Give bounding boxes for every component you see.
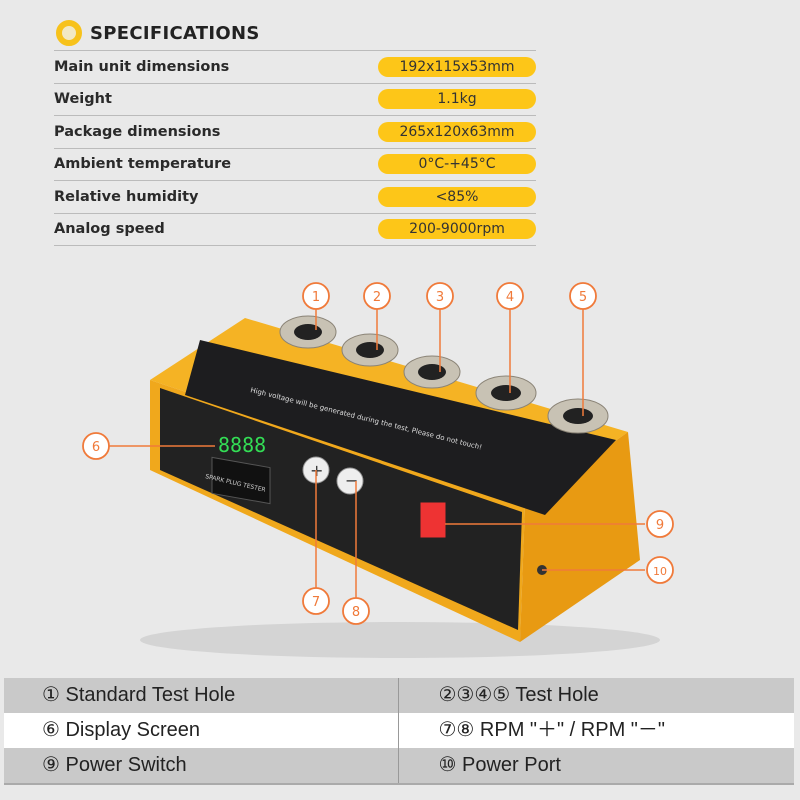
- spec-value: 1.1kg: [378, 89, 536, 110]
- spec-row: Main unit dimensions 192x115x53mm: [54, 51, 536, 84]
- callout-num: 3: [436, 290, 444, 305]
- display-screen: [211, 456, 271, 505]
- callout-1: [302, 282, 330, 310]
- callout-6: [82, 432, 110, 460]
- spec-row: Weight 1.1kg: [54, 84, 536, 116]
- minus-icon: −: [345, 471, 358, 490]
- legend-cell: ②③④⑤ Test Hole: [397, 678, 795, 713]
- spec-label: Relative humidity: [54, 188, 199, 205]
- callout-8: [342, 597, 370, 625]
- callout-5: [569, 282, 597, 310]
- legend-cell: ⑦⑧ RPM "＋" / RPM "－": [397, 713, 795, 748]
- spec-label: Weight: [54, 91, 112, 108]
- legend-cell: ⑩ Power Port: [397, 748, 795, 783]
- spec-value: 200-9000rpm: [378, 219, 536, 240]
- legend-table: ① Standard Test Hole ②③④⑤ Test Hole ⑥ Dis…: [4, 678, 794, 785]
- callout-9: [646, 510, 674, 538]
- power-switch[interactable]: [419, 501, 447, 539]
- callout-num: 10: [653, 565, 667, 578]
- spec-label: Package dimensions: [54, 123, 221, 140]
- device-side: [520, 432, 640, 642]
- spec-value: 192x115x53mm: [378, 56, 536, 77]
- device-illustration: High voltage will be generated during th…: [82, 282, 674, 658]
- spec-row: Package dimensions 265x120x63mm: [54, 116, 536, 149]
- front-panel: [160, 388, 522, 630]
- callout-lines: [109, 309, 645, 598]
- callout-num: 1: [312, 290, 320, 305]
- legend-row: ① Standard Test Hole ②③④⑤ Test Hole: [4, 678, 794, 713]
- legend-cell: ⑥ Display Screen: [42, 719, 200, 741]
- spec-value: <85%: [378, 186, 536, 207]
- spec-label: Main unit dimensions: [54, 58, 230, 75]
- legend-cell: ① Standard Test Hole: [42, 684, 236, 706]
- callout-4: [496, 282, 524, 310]
- callout-10: [646, 556, 674, 584]
- callout-num: 4: [506, 290, 514, 305]
- spec-row: Relative humidity <85%: [54, 181, 536, 214]
- callout-7: [302, 587, 330, 615]
- spec-value: 265x120x63mm: [378, 121, 536, 142]
- callout-3: [426, 282, 454, 310]
- spec-label: Analog speed: [54, 221, 165, 238]
- callout-num: 8: [352, 605, 360, 620]
- spec-header: SPECIFICATIONS: [56, 20, 260, 46]
- legend-row: ⑥ Display Screen ⑦⑧ RPM "＋" / RPM "－": [4, 713, 794, 748]
- callout-num: 5: [579, 290, 587, 305]
- shadow: [140, 622, 660, 658]
- test-holes: [279, 315, 609, 434]
- callout-num: 9: [656, 518, 664, 533]
- spec-title: SPECIFICATIONS: [90, 22, 260, 44]
- spec-table: Main unit dimensions 192x115x53mm Weight 1…: [54, 50, 536, 246]
- callout-num: 7: [312, 595, 320, 610]
- callout-2: [363, 282, 391, 310]
- legend-row: ⑨ Power Switch ⑩ Power Port: [4, 748, 794, 783]
- spec-row: Analog speed 200-9000rpm: [54, 214, 536, 246]
- ring-icon: [56, 20, 82, 46]
- spec-label: Ambient temperature: [54, 156, 232, 173]
- spec-row: Ambient temperature 0°C-+45°C: [54, 149, 536, 181]
- callout-num: 2: [373, 290, 381, 305]
- legend-cell: ⑨ Power Switch: [42, 754, 187, 776]
- top-panel: [185, 340, 616, 515]
- spec-value: 0°C-+45°C: [378, 154, 536, 175]
- callout-num: 6: [92, 440, 100, 455]
- display-digits: 8888: [218, 433, 266, 457]
